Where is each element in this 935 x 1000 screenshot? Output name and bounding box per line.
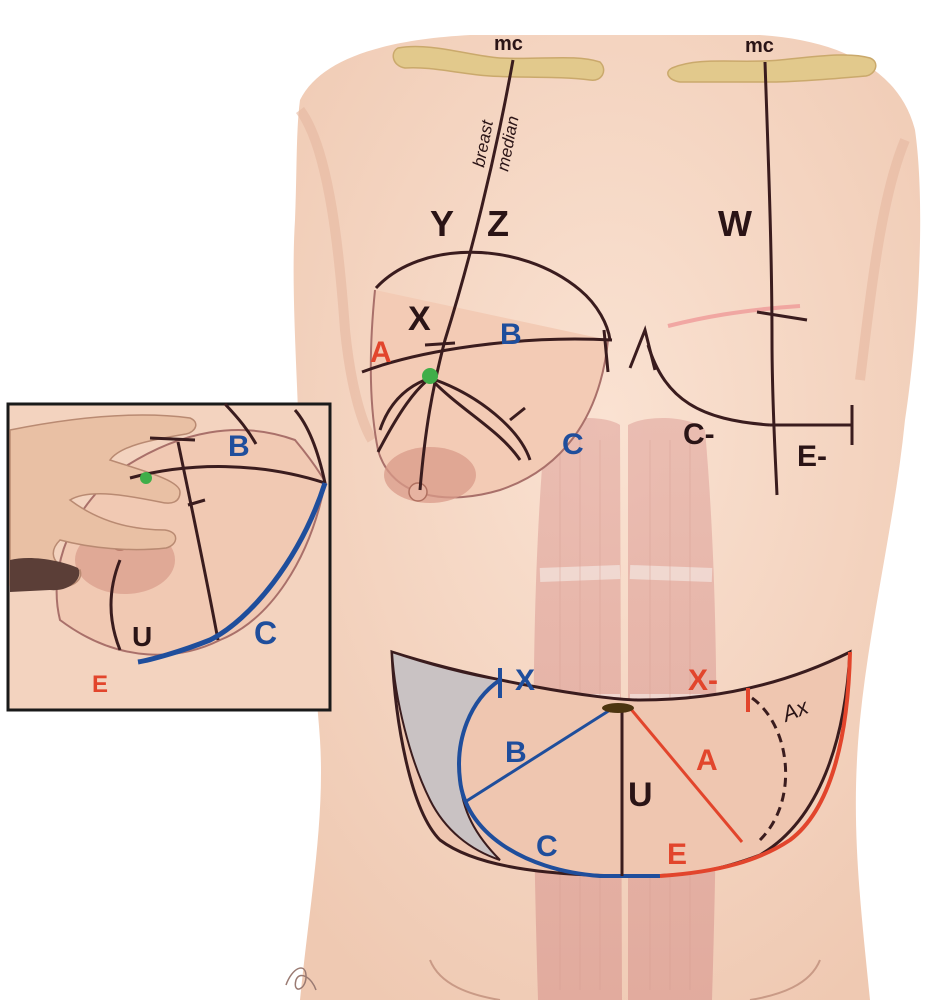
label-flap-a: A — [696, 744, 718, 777]
label-flap-e: E — [667, 838, 687, 871]
left-areola — [384, 447, 476, 503]
label-flap-b: B — [505, 736, 527, 769]
label-flap-x-minus: X- — [688, 664, 718, 697]
label-b-breast: B — [500, 318, 522, 351]
left-nipple — [409, 483, 427, 501]
x-tick — [425, 343, 455, 345]
label-c-minus: C- — [683, 418, 715, 451]
label-w: W — [718, 203, 752, 244]
label-z: Z — [487, 203, 509, 244]
label-flap-u: U — [628, 776, 653, 814]
green-dot-icon — [422, 368, 438, 384]
label-mc-right: mc — [745, 35, 774, 57]
label-flap-c: C — [536, 830, 558, 863]
green-dot-icon — [140, 472, 152, 484]
label-inset-c: C — [254, 615, 277, 651]
label-a-breast: A — [370, 336, 392, 369]
label-flap-x: X — [515, 664, 535, 697]
label-c-breast: C — [562, 428, 584, 461]
label-y: Y — [430, 203, 454, 244]
label-inset-b: B — [228, 430, 250, 463]
label-mc-left: mc — [494, 33, 523, 55]
umbilicus — [602, 703, 634, 713]
label-inset-u: U — [132, 621, 152, 652]
label-inset-e: E — [92, 671, 108, 698]
label-e-minus: E- — [797, 440, 827, 473]
inset-panel — [8, 404, 330, 710]
label-x-breast: X — [408, 300, 431, 338]
